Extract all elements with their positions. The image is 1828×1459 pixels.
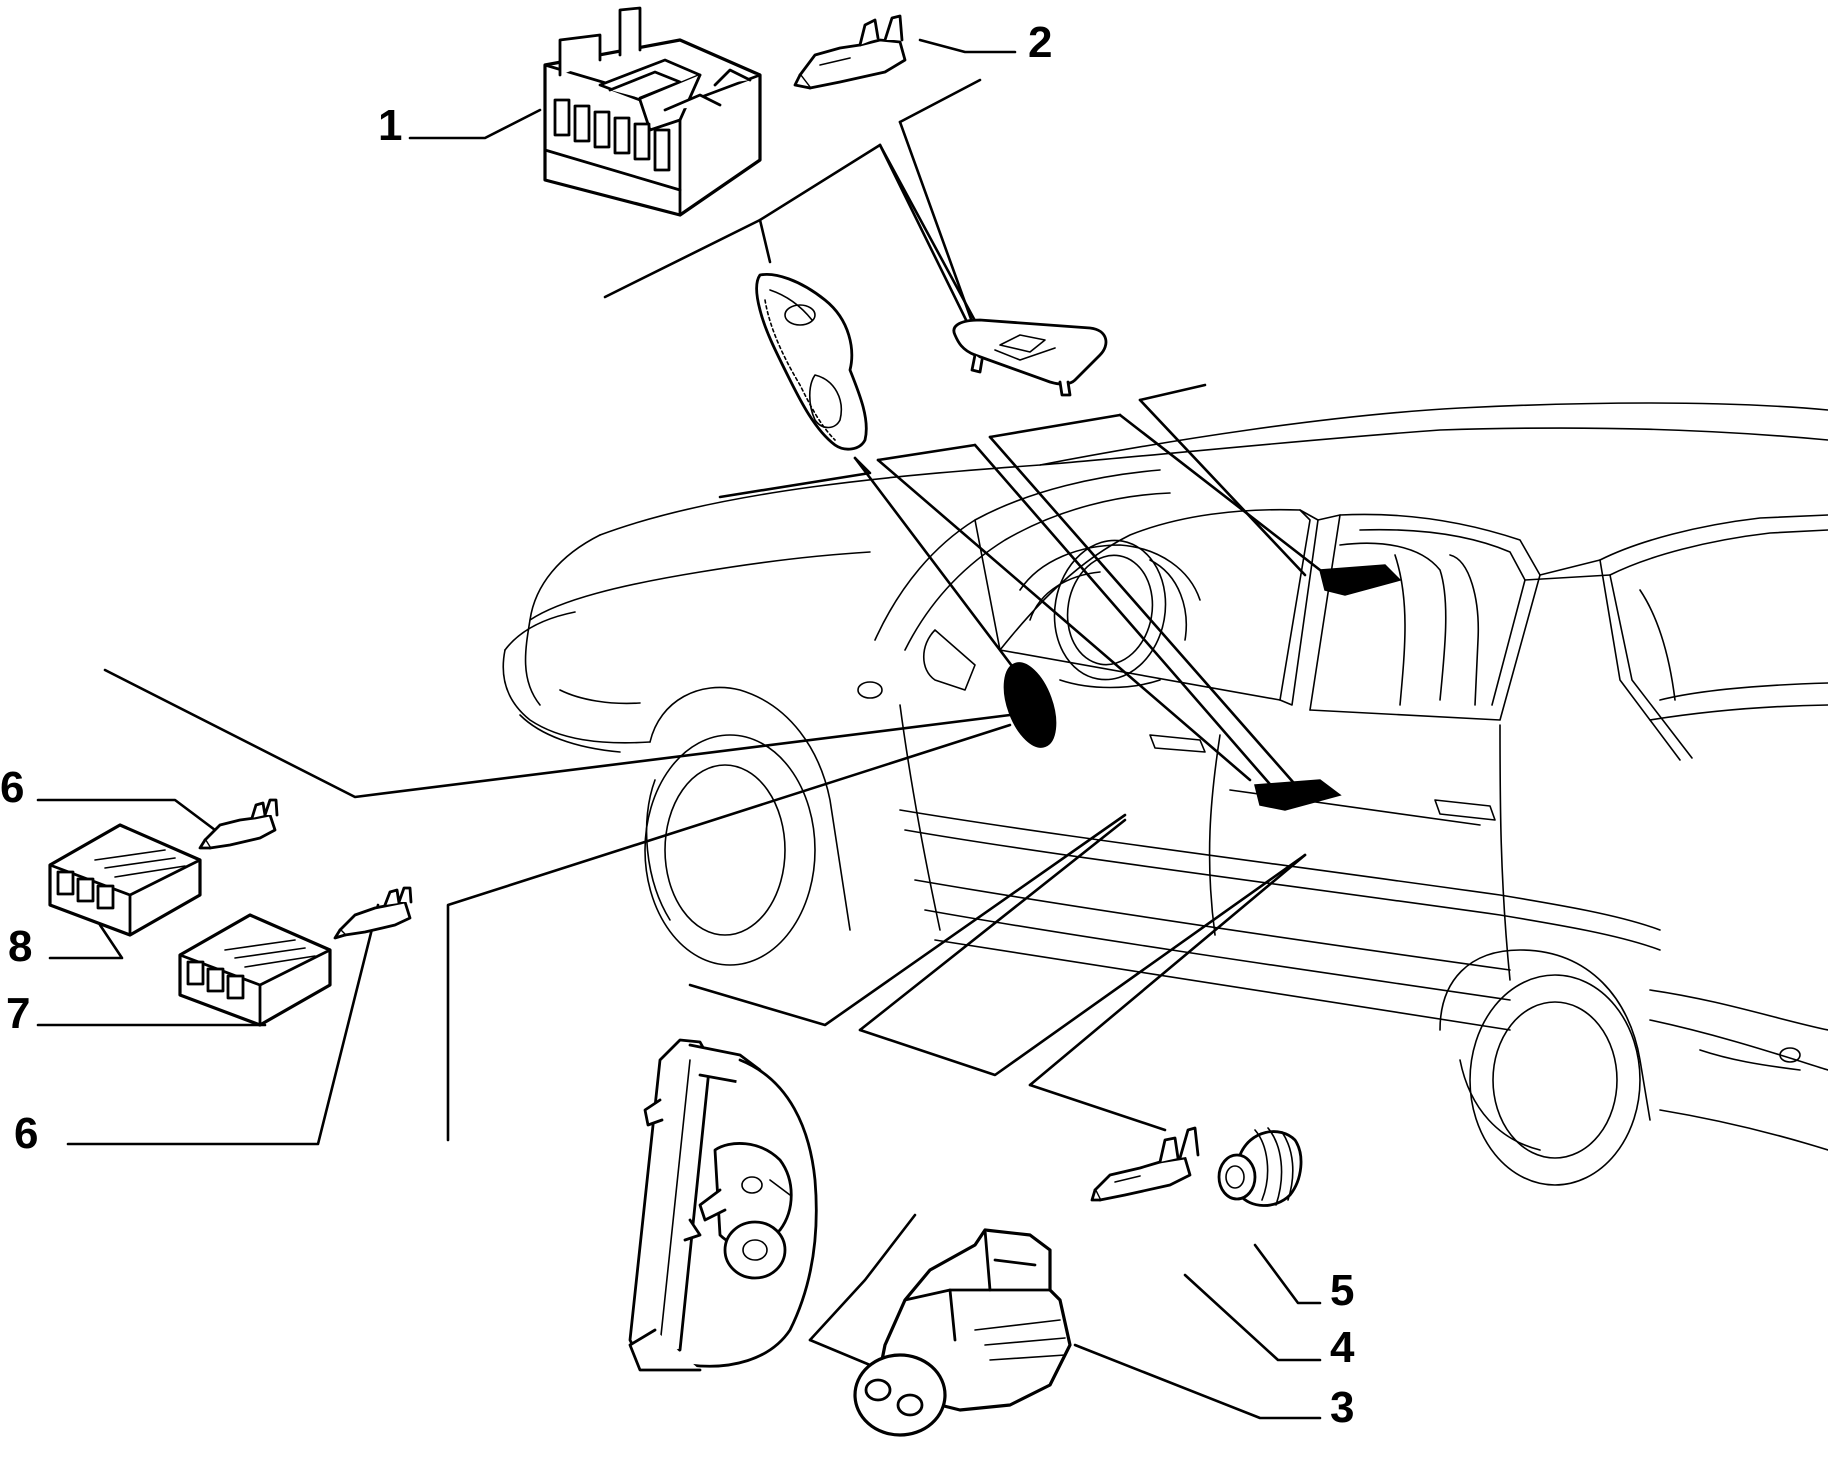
leader-8 xyxy=(48,923,124,960)
part-7-connector-housing xyxy=(178,913,332,1027)
callout-2: 2 xyxy=(1028,18,1052,67)
part-5-wire-seal xyxy=(1217,1127,1303,1207)
rear-door-connector-mark xyxy=(1254,779,1342,811)
callout-7: 7 xyxy=(6,989,30,1038)
b-pillar-connector-mark xyxy=(1319,564,1402,596)
leader-6b xyxy=(66,903,380,1146)
part-6-terminal-upper xyxy=(198,798,279,850)
leader-lines xyxy=(36,38,1322,1420)
car-outline xyxy=(502,402,1828,1186)
part-3-sealed-connector xyxy=(853,1228,1072,1437)
pillar-seal-plate xyxy=(952,318,1108,397)
callout-4: 4 xyxy=(1330,1323,1355,1372)
callout-8: 8 xyxy=(8,922,32,971)
door-grommet-seal xyxy=(755,273,868,451)
callout-6-upper: 6 xyxy=(0,763,24,812)
leader-6a xyxy=(36,798,217,832)
callout-6-lower: 6 xyxy=(14,1109,38,1158)
leader-1 xyxy=(408,108,542,140)
part-2-terminal xyxy=(793,14,907,90)
leader-5 xyxy=(1253,1243,1322,1305)
part-1-connector-block xyxy=(543,6,762,217)
leader-4 xyxy=(1183,1273,1322,1362)
leader-2 xyxy=(918,38,1017,54)
door-connector-mark xyxy=(1003,662,1057,748)
part-8-connector-housing xyxy=(48,823,202,937)
connector-location-marks xyxy=(1003,564,1402,811)
part-6-terminal-lower xyxy=(333,886,413,940)
callout-5: 5 xyxy=(1330,1266,1354,1315)
callout-1: 1 xyxy=(378,101,402,150)
leader-3 xyxy=(1073,1343,1322,1420)
window-regulator xyxy=(628,1038,818,1372)
part-4-terminal xyxy=(1090,1126,1200,1202)
callout-labels: 1 2 3 4 5 6 6 7 8 xyxy=(0,18,1355,1432)
callout-3: 3 xyxy=(1330,1383,1354,1432)
